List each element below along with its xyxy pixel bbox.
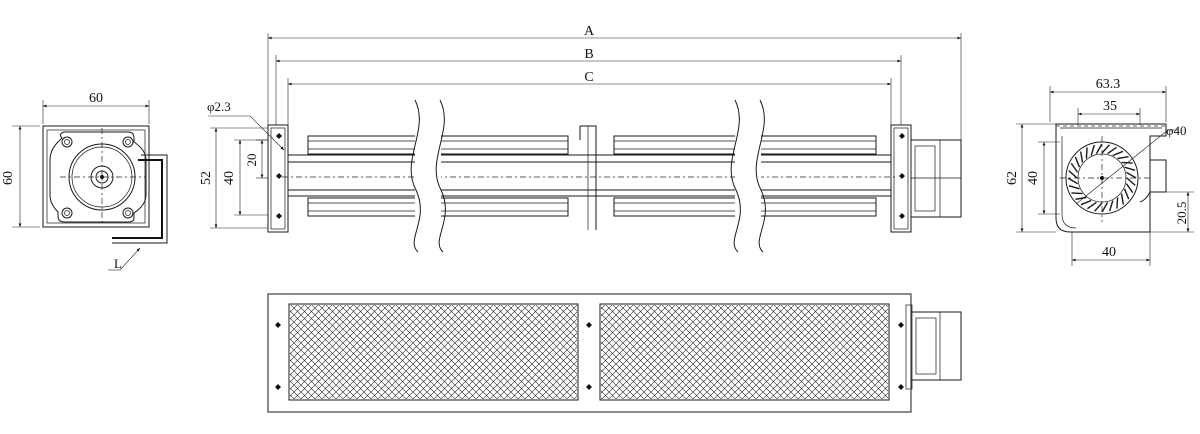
- impeller-blade: [1090, 144, 1095, 156]
- impeller-blade: [1086, 201, 1097, 210]
- impeller-blade: [1124, 166, 1136, 171]
- front-width-dim: 60: [89, 91, 103, 106]
- impeller-blade: [1126, 177, 1136, 186]
- impeller-blade: [1095, 143, 1103, 154]
- impeller-blade: [1080, 151, 1084, 163]
- impeller-blade: [1070, 162, 1079, 173]
- impeller-blade: [1123, 188, 1130, 200]
- impeller-blade: [1101, 144, 1110, 154]
- dim-C: C: [584, 70, 593, 85]
- dim-52: 52: [199, 171, 214, 185]
- impeller-blade: [1125, 183, 1134, 194]
- end-view: 63.3 35 62 40 φ40: [1005, 77, 1194, 266]
- impeller-blades: [1067, 143, 1137, 213]
- end-inner-width-dim: 35: [1103, 99, 1117, 114]
- dim-20: 20: [244, 154, 259, 167]
- impeller-blade: [1094, 202, 1103, 212]
- impeller-blade: [1074, 156, 1081, 168]
- end-diameter-dim: φ40: [1166, 123, 1187, 138]
- front-view: 60 60 L: [1, 91, 168, 271]
- front-height-dim: 60: [1, 171, 16, 185]
- bracket-label: L: [114, 256, 122, 271]
- impeller-blade: [1101, 202, 1109, 213]
- bottom-view: [267, 293, 962, 413]
- impeller-blade: [1120, 193, 1124, 205]
- end-outlet-height-dim: 20.5: [1174, 202, 1189, 225]
- impeller-blade: [1067, 177, 1078, 185]
- end-inner-height-dim: 40: [1026, 171, 1041, 185]
- impeller-blade: [1126, 171, 1137, 179]
- side-view: A B C φ2.3 52 40 20: [199, 24, 962, 253]
- impeller-blade: [1116, 197, 1119, 209]
- impeller-blade: [1107, 146, 1118, 155]
- impeller-blade: [1068, 170, 1078, 179]
- end-height-dim: 62: [1005, 171, 1020, 185]
- impeller-blade: [1075, 196, 1087, 200]
- dim-40: 40: [222, 171, 237, 185]
- impeller-blade: [1112, 150, 1124, 157]
- dim-A: A: [584, 24, 595, 39]
- impeller-blade: [1085, 147, 1088, 159]
- hole-dim: φ2.3: [207, 99, 231, 114]
- impeller-blade: [1080, 199, 1092, 206]
- impeller-blade: [1117, 156, 1129, 160]
- impeller-blade: [1109, 200, 1114, 212]
- end-width-dim: 63.3: [1096, 77, 1121, 92]
- impeller-blade: [1071, 192, 1083, 195]
- end-outlet-width-dim: 40: [1102, 245, 1116, 260]
- impeller-blade: [1068, 185, 1080, 190]
- dim-B: B: [584, 47, 593, 62]
